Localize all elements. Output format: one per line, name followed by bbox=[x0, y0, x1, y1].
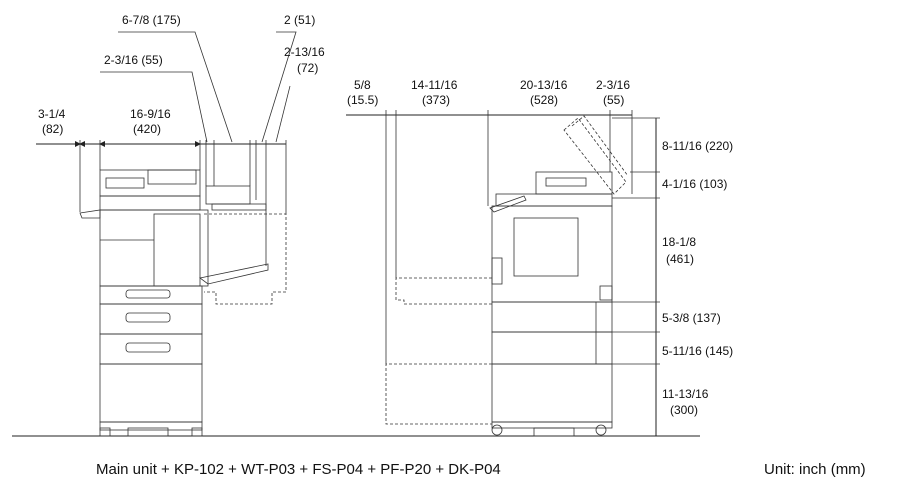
dim-14-11-16: 14-11/16 bbox=[411, 78, 458, 92]
dim-82: (82) bbox=[42, 122, 63, 136]
dim-3-1-4: 3-1/4 bbox=[38, 107, 66, 121]
side-view-dimension-lines bbox=[346, 110, 660, 436]
configuration-caption: Main unit + KP-102 + WT-P03 + FS-P04 + P… bbox=[96, 461, 501, 478]
dim-6-7-8: 6-7/8 (175) bbox=[122, 13, 181, 27]
dim-461: (461) bbox=[666, 252, 694, 266]
dim-2-3-16: 2-3/16 bbox=[596, 78, 630, 92]
dim-11-13-16: 11-13/16 bbox=[662, 387, 709, 401]
dim-20-13-16: 20-13/16 bbox=[520, 78, 568, 92]
dim-4-1-16: 4-1/16 (103) bbox=[662, 177, 727, 191]
dim-373: (373) bbox=[422, 93, 450, 107]
dim-5-3-8: 5-3/8 (137) bbox=[662, 311, 721, 325]
dim-2-13-16: 2-13/16 bbox=[284, 45, 325, 59]
dim-528: (528) bbox=[530, 93, 558, 107]
dim-420: (420) bbox=[133, 122, 161, 136]
dim-8-11-16: 8-11/16 (220) bbox=[662, 139, 733, 153]
dim-15-5: (15.5) bbox=[347, 93, 378, 107]
dim-5-8: 5/8 bbox=[354, 78, 371, 92]
dim-2-3-16-55: 2-3/16 (55) bbox=[104, 53, 163, 67]
dim-55: (55) bbox=[603, 93, 624, 107]
dim-18-1-8: 18-1/8 bbox=[662, 235, 696, 249]
dim-16-9-16: 16-9/16 bbox=[130, 107, 171, 121]
side-view-machine bbox=[385, 115, 629, 437]
front-view-dimension-lines bbox=[36, 31, 297, 266]
front-view-machine bbox=[79, 169, 287, 437]
dim-300: (300) bbox=[670, 403, 698, 417]
unit-caption: Unit: inch (mm) bbox=[764, 461, 866, 478]
dim-72: (72) bbox=[297, 61, 318, 75]
dim-2-51: 2 (51) bbox=[284, 13, 315, 27]
dim-5-11-16: 5-11/16 (145) bbox=[662, 344, 733, 358]
